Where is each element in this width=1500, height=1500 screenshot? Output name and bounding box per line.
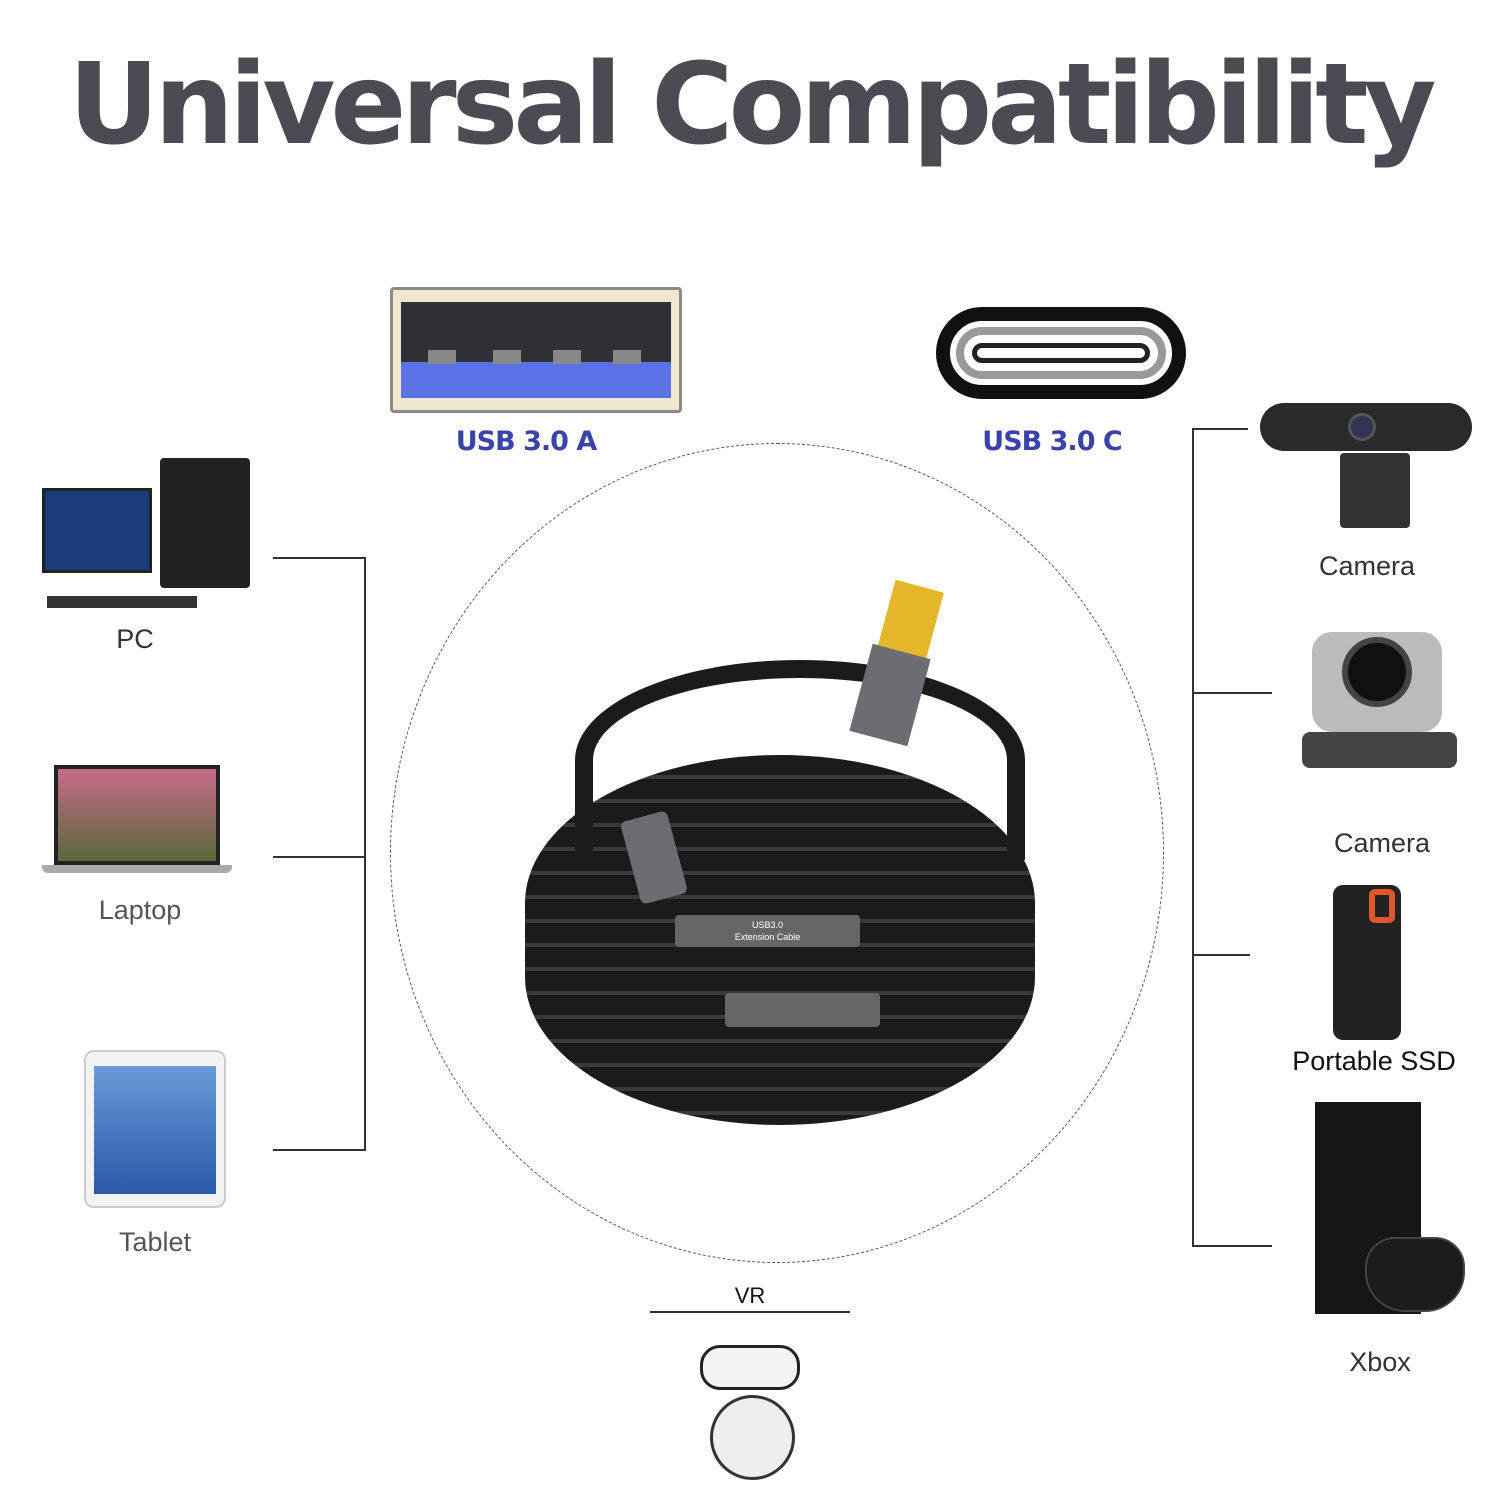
device-label-xbox: Xbox [1349, 1347, 1411, 1377]
ptz-camera-icon [1302, 622, 1457, 770]
portable-ssd-icon [1333, 885, 1401, 1040]
webcam-icon [1260, 403, 1475, 533]
usb-a-port-icon [390, 287, 682, 413]
device-label-camera-2: Camera [1333, 828, 1431, 858]
device-label-tablet: Tablet [118, 1227, 192, 1257]
cable-box-subtext: Extension Cable [734, 932, 801, 942]
desktop-pc-icon [42, 458, 257, 616]
device-label-vr: VR [734, 1283, 766, 1308]
device-label-pc: PC [116, 624, 154, 654]
vr-headset-icon [690, 1335, 815, 1485]
tablet-icon [84, 1050, 226, 1208]
xbox-console-icon [1315, 1102, 1465, 1317]
device-label-camera-1: Camera [1318, 551, 1416, 581]
usb-c-label: USB 3.0 C [982, 426, 1122, 457]
cable-box-text: USB3.0 [751, 920, 784, 930]
laptop-icon [42, 765, 232, 875]
usb-c-port-icon [936, 307, 1186, 399]
page-title: Universal Compatibility [68, 40, 1436, 170]
usb-a-label: USB 3.0 A [455, 426, 597, 457]
device-label-laptop: Laptop [98, 895, 182, 925]
device-label-portable-ssd: Portable SSD [1292, 1046, 1456, 1076]
dashed-circle [390, 443, 1164, 1263]
